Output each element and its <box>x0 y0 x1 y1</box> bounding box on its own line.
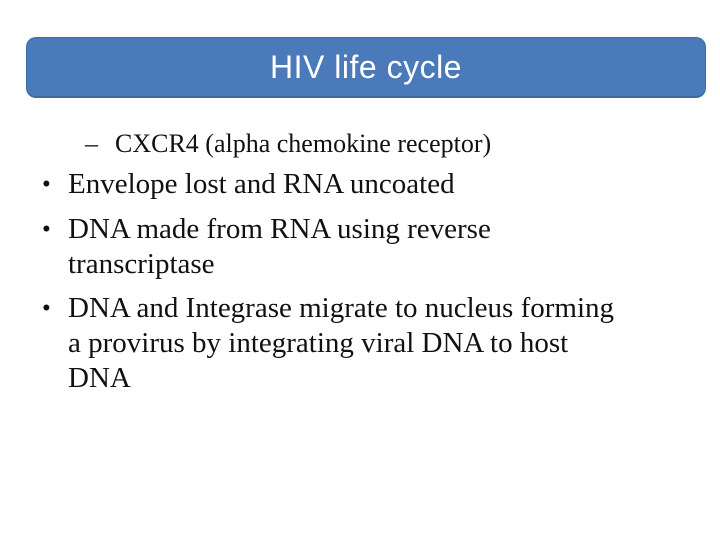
bullet-item: • Envelope lost and RNA uncoated <box>42 167 455 202</box>
bullet-text: Envelope lost and RNA uncoated <box>68 168 455 200</box>
slide-title-bar: HIV life cycle <box>26 37 706 98</box>
bullet-icon: • <box>42 171 51 198</box>
dash-bullet-icon: – <box>85 129 98 158</box>
bullet-icon: • <box>42 295 51 322</box>
sub-bullet-item: – CXCR4 (alpha chemokine receptor) <box>85 128 491 160</box>
bullet-item: • DNA and Integrase migrate to nucleus f… <box>42 291 614 396</box>
bullet-text: DNA made from RNA using reverse transcri… <box>68 213 491 280</box>
sub-bullet-text: CXCR4 (alpha chemokine receptor) <box>115 129 492 158</box>
slide-title: HIV life cycle <box>270 48 462 85</box>
bullet-item: • DNA made from RNA using reverse transc… <box>42 212 491 282</box>
bullet-text: DNA and Integrase migrate to nucleus for… <box>68 292 615 394</box>
bullet-icon: • <box>42 216 51 243</box>
